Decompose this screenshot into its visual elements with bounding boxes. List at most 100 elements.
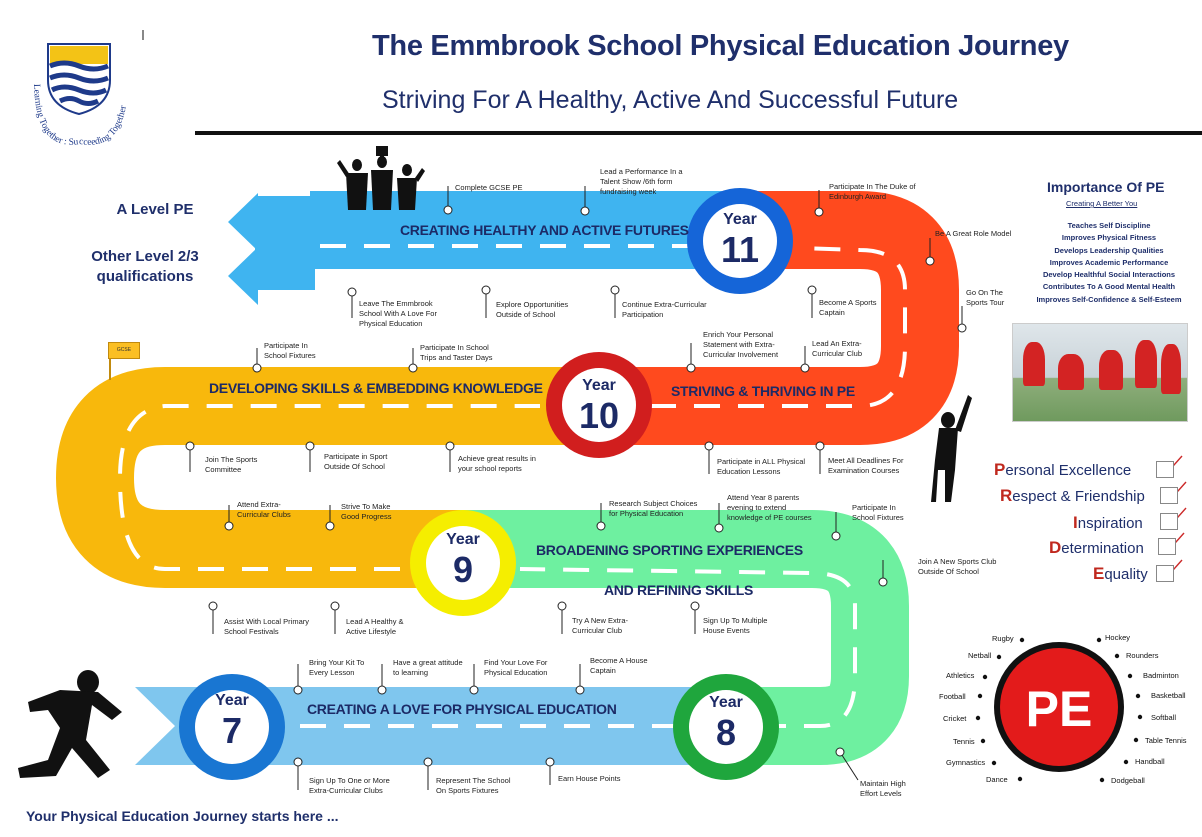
milestone: Become A House Captain xyxy=(590,656,648,675)
sport-label: Netball xyxy=(968,651,992,660)
milestone: Try A New Extra-Curricular Club xyxy=(572,616,628,635)
year-label: Year xyxy=(723,211,757,228)
milestone: Lead A Healthy & Active Lifestyle xyxy=(346,617,404,636)
page-title: The Emmbrook School Physical Education J… xyxy=(372,30,1069,62)
value-rest: nspiration xyxy=(1077,515,1143,532)
year-number: 9 xyxy=(452,549,474,590)
year-label: Year xyxy=(709,694,743,711)
importance-item: Develops Leadership Qualities xyxy=(1054,245,1164,255)
road-label-year10: STRIVING & THRIVING IN PE xyxy=(671,383,855,399)
milestone: Be A Great Role Model xyxy=(935,229,1012,238)
importance-title: Importance Of PE xyxy=(1047,179,1165,195)
milestone: Sign Up To Multiple House Events xyxy=(703,616,768,635)
milestone: Find Your Love For Physical Education xyxy=(484,658,548,677)
road-year10-11 xyxy=(600,191,959,445)
silhouette-trophy-team xyxy=(337,146,425,210)
importance-item: Develop Healthful Social Interactions xyxy=(1042,270,1176,280)
value-respect: Respect & Friendship xyxy=(1000,486,1145,506)
milestone: Complete GCSE PE xyxy=(455,183,523,192)
milestone: Meet All Deadlines For Examination Cours… xyxy=(828,456,904,475)
footer-caption: Your Physical Education Journey starts h… xyxy=(26,808,339,824)
milestone: Bring Your Kit To Every Lesson xyxy=(309,658,365,677)
sport-label: Table Tennis xyxy=(1145,736,1187,745)
sport-label: Dance xyxy=(986,775,1008,784)
value-rest: ersonal Excellence xyxy=(1005,462,1132,479)
importance-item: Improves Self-Confidence & Self-Esteem xyxy=(1036,294,1182,304)
milestone: Represent The School On Sports Fixtures xyxy=(436,776,511,795)
sport-label: Gymnastics xyxy=(946,758,986,767)
milestone: Attend Extra-Curricular Clubs xyxy=(237,500,291,519)
milestone: Research Subject Choices for Physical Ed… xyxy=(609,499,698,518)
value-rest: quality xyxy=(1104,566,1148,583)
milestone: Maintain High Effort Levels xyxy=(860,779,906,798)
road-label-year8a: BROADENING SPORTING EXPERIENCES xyxy=(536,542,803,558)
checkbox-icon xyxy=(1160,513,1178,530)
milestone: Have a great attitude to learning xyxy=(393,658,463,677)
value-initial: R xyxy=(1000,486,1013,505)
sport-label: Rounders xyxy=(1126,651,1159,660)
road-label-year8b: AND REFINING SKILLS xyxy=(604,582,754,598)
milestone: Achieve great results in your school rep… xyxy=(458,454,536,473)
photo-figure xyxy=(1023,342,1045,386)
importance-list: Teaches Self Discipline Improves Physica… xyxy=(1029,220,1189,306)
sport-label: Basketball xyxy=(1151,691,1186,700)
milestone: Earn House Points xyxy=(558,774,621,783)
milestone: Participate In The Duke of Edinburgh Awa… xyxy=(829,182,916,201)
milestone: Explore Opportunities Outside of School xyxy=(496,300,569,319)
milestone: Lead a Performance In a Talent Show /6th… xyxy=(600,167,683,196)
milestone: Strive To Make Good Progress xyxy=(341,502,392,521)
value-inspiration: Inspiration xyxy=(1073,513,1143,533)
milestone: Continue Extra-Curricular Participation xyxy=(622,300,707,319)
value-initial: E xyxy=(1093,564,1105,583)
road-label-year11: CREATING HEALTHY AND ACTIVE FUTURES xyxy=(400,222,689,238)
milestone: Participate In School Trips and Taster D… xyxy=(420,343,493,362)
sport-label: Tennis xyxy=(953,737,975,746)
checkbox-icon xyxy=(1158,538,1176,555)
value-equality: Equality xyxy=(1093,564,1148,584)
checkbox-icon xyxy=(1156,565,1174,582)
silhouette-sprinter xyxy=(18,670,122,778)
arrow-a-level xyxy=(228,193,315,251)
milestone: Go On The Sports Tour xyxy=(966,288,1005,307)
checkbox-icon xyxy=(1160,487,1178,504)
value-initial: D xyxy=(1049,538,1062,557)
value-initial: P xyxy=(994,460,1006,479)
year11-badge: Year 11 xyxy=(700,211,780,271)
sport-label: Cricket xyxy=(943,714,967,723)
milestone: Join A New Sports Club Outside Of School xyxy=(918,557,997,576)
sport-label: Rugby xyxy=(992,634,1014,643)
importance-item: Improves Academic Performance xyxy=(1049,257,1169,267)
year-label: Year xyxy=(446,531,480,548)
importance-item: Improves Physical Fitness xyxy=(1061,233,1157,243)
photo-figure xyxy=(1135,340,1157,388)
year-label: Year xyxy=(215,692,249,709)
year-number: 11 xyxy=(720,229,760,270)
photo-figure xyxy=(1161,344,1181,394)
year-number: 8 xyxy=(715,712,737,753)
arrow-other-qualifications xyxy=(228,247,315,305)
importance-item: Teaches Self Discipline xyxy=(1067,221,1151,230)
road-label-year7: CREATING A LOVE FOR PHYSICAL EDUCATION xyxy=(307,701,617,717)
photo-figure xyxy=(1099,350,1123,390)
checkbox-icon xyxy=(1156,461,1174,478)
year-label: Year xyxy=(582,377,616,394)
milestone: Participate in ALL Physical Education Le… xyxy=(717,457,806,476)
year7-badge: Year 7 xyxy=(192,692,272,752)
destination-a-level: A Level PE xyxy=(116,201,194,218)
sport-label: Athletics xyxy=(946,671,975,680)
crest-motto-text: Learning Together : Succeeding Together xyxy=(31,84,129,148)
value-rest: etermination xyxy=(1061,540,1144,557)
road-year8-9 xyxy=(460,510,909,765)
milestone: Enrich Your Personal Statement with Extr… xyxy=(703,330,779,359)
gcse-flag: GCSE xyxy=(108,342,140,359)
crest-motto-arc: Learning Together : Succeeding Together xyxy=(31,84,129,148)
milestone: Lead An Extra-Curricular Club xyxy=(812,339,863,358)
milestone: Join The Sports Committee xyxy=(205,455,258,474)
year8-badge: Year 8 xyxy=(686,694,766,754)
value-initial: I xyxy=(1073,513,1078,532)
milestone: Assist With Local Primary School Festiva… xyxy=(224,617,310,636)
sport-label: Softball xyxy=(1151,713,1177,722)
value-rest: espect & Friendship xyxy=(1012,488,1145,505)
milestone: Leave The Emmbrook School With A Love Fo… xyxy=(359,299,437,328)
